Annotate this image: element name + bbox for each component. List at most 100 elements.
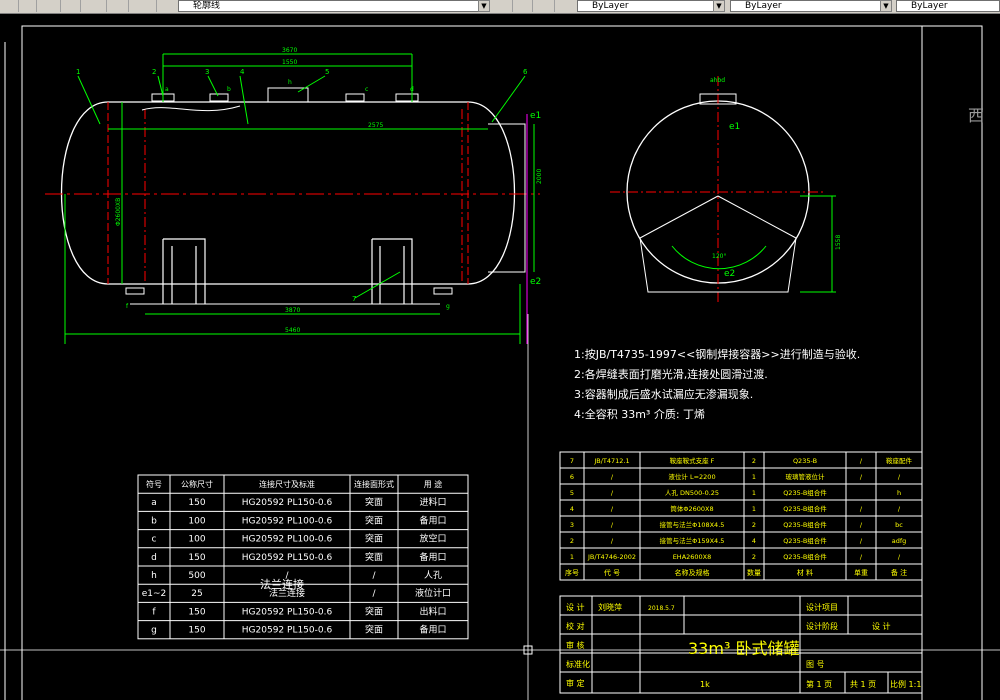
- nozzle-label-c: c: [365, 86, 368, 93]
- nozzle-table-cell: 备用口: [419, 514, 446, 526]
- side-manhole: [699, 93, 737, 105]
- callout-6: 6: [523, 68, 528, 76]
- outer-frame: [21, 25, 983, 700]
- nozzle-table-cell: 出料口: [419, 605, 446, 617]
- sheet-number: 第 1 页: [806, 679, 832, 689]
- designer-name: 刘晓萍: [598, 602, 622, 612]
- nozzle-table-cell: 500: [188, 571, 205, 581]
- nozzle-table-frame: [137, 474, 469, 640]
- layer-control-select[interactable]: 轮廓线: [178, 0, 490, 12]
- toolbar-icon-c[interactable]: [90, 0, 107, 12]
- parts-list-cell: 2: [570, 537, 574, 545]
- nozzle-table-cell: 备用口: [419, 624, 446, 636]
- nozzle-header-cell: 连接尺寸及标准: [259, 479, 315, 489]
- nozzle-table-cell: 突面: [365, 533, 383, 545]
- side-top-label: ahbd: [710, 77, 725, 84]
- front-view: 1 2 3 4 5 6 7 a b h c d 3670 1550 2575 3…: [45, 47, 543, 344]
- label-e2: e2: [530, 277, 541, 287]
- parts-list-cell: 6: [570, 473, 574, 481]
- parts-list-cell: /: [611, 537, 614, 545]
- nozzle-table-cell: 150: [188, 607, 205, 617]
- nozzle-table-cell: 150: [188, 626, 205, 636]
- callout-4: 4: [240, 68, 245, 76]
- nozzle-table-cell: 放空口: [419, 533, 446, 545]
- label-design: 设 计: [566, 602, 585, 612]
- note-2: 2:各焊缝表面打磨光滑,连接处圆滑过渡.: [574, 367, 768, 381]
- nozzle-table-cell: 备用口: [419, 551, 446, 563]
- stage-value: 设 计: [872, 621, 891, 631]
- design-date: 2018.5.7: [648, 605, 675, 612]
- saddle-angle-lines: [639, 195, 797, 239]
- linetype-dropdown-arrow[interactable]: ▼: [880, 0, 892, 12]
- callout-5: 5: [325, 68, 329, 76]
- dim-diameter: Φ2600XB: [115, 198, 122, 226]
- nozzle-table-cell: b: [151, 516, 157, 526]
- layer-iso-icon[interactable]: [538, 0, 555, 12]
- sheet-total: 共 1 页: [850, 680, 876, 689]
- nozzle-table-cell: 100: [188, 535, 205, 545]
- color-control-select[interactable]: ByLayer: [577, 0, 723, 12]
- layer-state-icon[interactable]: [496, 0, 513, 12]
- parts-list-cell: 1: [752, 505, 756, 513]
- linetype-control-select[interactable]: ByLayer: [730, 0, 892, 12]
- toolbar-icon-d[interactable]: [112, 0, 129, 12]
- nozzle-table-cell: HG20592 PL150-0.6: [242, 607, 333, 617]
- nozzle-table-cell: 25: [191, 589, 202, 599]
- draw-order-icon[interactable]: [64, 0, 81, 12]
- parts-list-cell: /: [860, 521, 863, 529]
- callout-1: 1: [76, 68, 80, 76]
- parts-list-cell: 1: [752, 473, 756, 481]
- nozzle-table-cell: HG20592 PL150-0.6: [242, 498, 333, 508]
- color-dropdown-arrow[interactable]: ▼: [713, 0, 725, 12]
- toolbar-icon-b[interactable]: [20, 0, 37, 12]
- nozzle-table-cell: f: [152, 607, 156, 617]
- parts-list-cell: /: [860, 457, 863, 465]
- callout-7: 7: [352, 295, 356, 303]
- parts-list-cell: 人孔 DN500-0.25: [665, 489, 719, 497]
- leader-7: [354, 271, 401, 299]
- lineweight-value: ByLayer: [911, 1, 948, 11]
- nozzle-label-d: d: [410, 86, 414, 93]
- leader-3: [207, 75, 219, 97]
- layer-previous-icon[interactable]: [516, 0, 533, 12]
- dim-1550: 1550: [282, 59, 297, 66]
- crosshair-pickbox: [523, 645, 533, 655]
- dim-3870: 3870: [285, 307, 300, 314]
- project-label: 设计项目: [806, 602, 838, 612]
- help-icon[interactable]: [140, 0, 157, 12]
- nozzle-table-cell: 突面: [365, 551, 383, 563]
- annotation-text: 法兰连接: [260, 577, 304, 591]
- nozzle-d: [395, 93, 419, 102]
- parts-list-cell: 4: [752, 537, 756, 545]
- parts-list-cell: 7: [570, 457, 574, 465]
- drawing-canvas[interactable]: 1 2 3 4 5 6 7 a b h c d 3670 1550 2575 3…: [0, 14, 1000, 700]
- parts-list-cell: 筒体Φ2600X8: [670, 504, 713, 513]
- parts-list-cell: /: [611, 473, 614, 481]
- side-view: ahbd e1 e2 120° 1558: [610, 76, 842, 302]
- lineweight-control-select[interactable]: ByLayer: [896, 0, 1000, 12]
- nozzle-table-cell: h: [151, 571, 157, 581]
- nozzle-table-cell: a: [151, 498, 157, 508]
- cad-toolbar: 轮廓线 ▼ ByLayer ▼ ByLayer ▼ ByLayer: [0, 0, 1000, 14]
- layer-dropdown-arrow[interactable]: ▼: [478, 0, 490, 12]
- parts-list-cell: Q235-B组合件: [783, 520, 827, 529]
- match-properties-icon[interactable]: [44, 0, 61, 12]
- parts-list-header-cell: 数量: [747, 568, 761, 577]
- toolbar-icon-a[interactable]: [2, 0, 19, 12]
- dim-2575: 2575: [368, 122, 383, 129]
- label-e1: e1: [530, 111, 541, 121]
- label-standard: 标准化: [566, 659, 590, 669]
- nozzle-header-cell: 公称尺寸: [181, 479, 213, 489]
- nozzle-table-cell: d: [151, 553, 157, 563]
- nozzle-header-cell: 连接面形式: [354, 479, 394, 489]
- nozzle-c: [345, 93, 365, 102]
- parts-list-cell: adfg: [892, 537, 907, 545]
- parts-list-cell: /: [860, 473, 863, 481]
- nozzle-header-cell: 用 途: [424, 479, 443, 489]
- callout-3: 3: [205, 68, 209, 76]
- side-angle: 120°: [712, 253, 726, 260]
- callout-2: 2: [152, 68, 156, 76]
- level-gauge: [488, 123, 526, 273]
- parts-list-cell: Q235-B组合件: [783, 504, 827, 513]
- parts-list-header-cell: 序号: [565, 568, 579, 577]
